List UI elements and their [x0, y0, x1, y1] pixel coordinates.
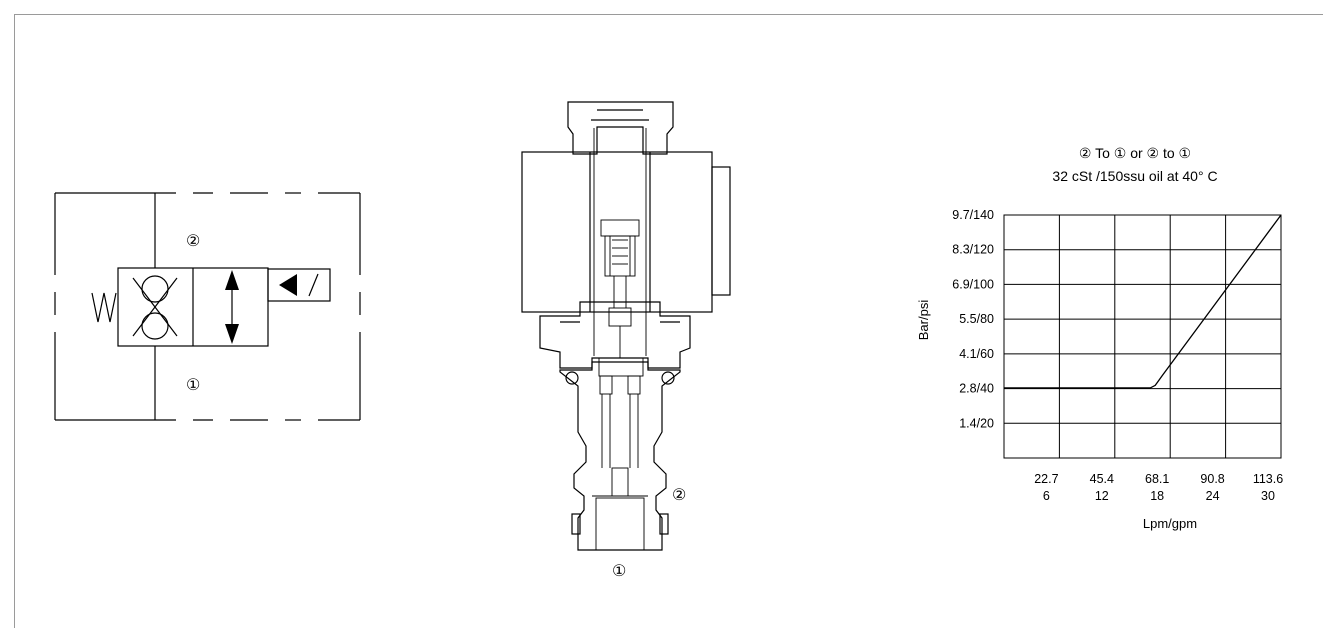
x-tick-label-lpm: 22.7 — [1034, 472, 1058, 486]
y-tick-label: 8.3/120 — [952, 243, 994, 257]
x-tick-labels: 22.7 6 45.4 12 68.1 18 90.8 24 113.6 30 — [1034, 472, 1283, 503]
coil-housing — [521, 151, 731, 313]
valve-body-lower — [559, 361, 681, 551]
solenoid-symbol — [267, 268, 331, 302]
schematic-port-2-label: ② — [186, 233, 200, 250]
y-tick-label: 6.9/100 — [952, 277, 994, 291]
chart-subtitle: 32 cSt /150ssu oil at 40° C — [1052, 168, 1217, 184]
x-tick-label-gpm: 30 — [1261, 489, 1275, 503]
valve-schematic-symbol: ② ① — [54, 192, 361, 421]
check-valve-symbols — [132, 275, 178, 340]
y-tick-label: 5.5/80 — [959, 312, 994, 326]
flow-arrow — [225, 270, 239, 344]
top-nut — [567, 101, 674, 155]
chart-grid — [1003, 214, 1282, 459]
y-tick-label: 1.4/20 — [959, 416, 994, 430]
schematic-port-1-label: ① — [186, 377, 200, 394]
pressure-drop-curve — [1004, 214, 1282, 389]
armature-tube — [593, 128, 647, 358]
x-tick-label-gpm: 18 — [1150, 489, 1164, 503]
spring-symbol — [91, 292, 117, 323]
x-tick-label-lpm: 90.8 — [1200, 472, 1224, 486]
x-tick-label-lpm: 113.6 — [1253, 472, 1283, 486]
y-axis-label: Bar/psi — [916, 300, 931, 341]
y-tick-label: 2.8/40 — [959, 382, 994, 396]
pressure-drop-chart: ② To ① or ② to ① 32 cSt /150ssu oil at 4… — [916, 145, 1283, 531]
chart-title: ② To ① or ② to ① — [1079, 145, 1191, 161]
x-tick-label-lpm: 45.4 — [1090, 472, 1114, 486]
x-axis-label: Lpm/gpm — [1143, 516, 1197, 531]
y-tick-labels: 9.7/140 8.3/120 6.9/100 5.5/80 4.1/60 2.8/40 1… — [952, 208, 994, 430]
x-tick-label-gpm: 24 — [1206, 489, 1220, 503]
valve-cross-section: ② ① — [521, 101, 731, 580]
section-port-2-label: ② — [672, 487, 686, 504]
drawing-frame — [14, 14, 1323, 628]
valve-envelope — [117, 267, 269, 347]
y-tick-label: 9.7/140 — [952, 208, 994, 222]
y-tick-label: 4.1/60 — [959, 347, 994, 361]
valve-body-upper — [539, 301, 691, 369]
x-tick-label-gpm: 6 — [1043, 489, 1050, 503]
x-tick-label-lpm: 68.1 — [1145, 472, 1169, 486]
schematic-port-lines — [54, 192, 361, 421]
x-tick-label-gpm: 12 — [1095, 489, 1109, 503]
chart-series — [1004, 214, 1282, 389]
spool-internals — [592, 357, 648, 551]
plot-border — [1003, 214, 1282, 459]
section-port-1-label: ① — [612, 563, 626, 580]
